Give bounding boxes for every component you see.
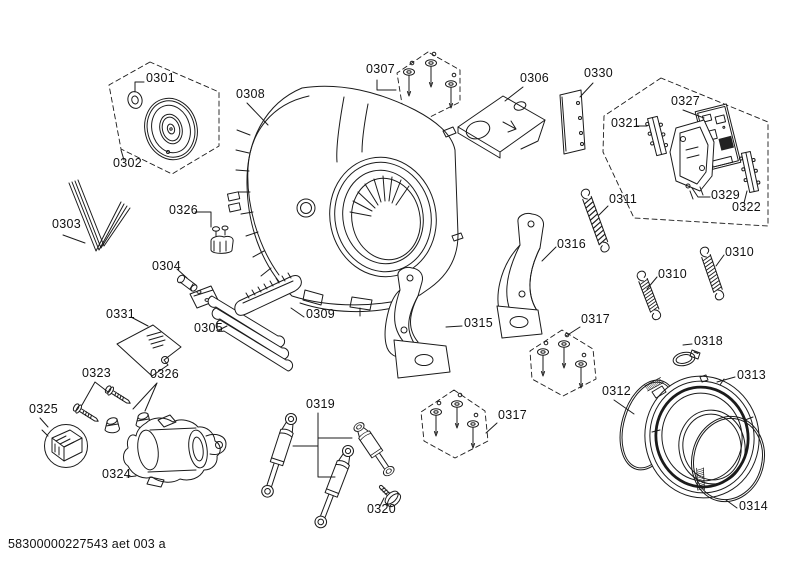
leader-lines: [39, 79, 748, 509]
part-label-0304: 0304: [152, 259, 182, 273]
part-label-0329: 0329: [711, 188, 741, 202]
part-label-0324: 0324: [102, 467, 132, 481]
part-0315-counterweight-drawing: [384, 267, 451, 379]
part-0309-paddle-drawing: [234, 272, 302, 316]
part-0317-upper-screws-drawing: [537, 332, 587, 389]
part-0308-tub-drawing: [226, 85, 464, 318]
part-label-0326-top: 0326: [169, 203, 199, 217]
part-0321-strip-drawing: [645, 115, 669, 157]
part-label-0302: 0302: [113, 156, 143, 170]
part-0304-pin-drawing: [176, 274, 198, 292]
part-label-0314: 0314: [739, 499, 769, 513]
part-label-0321: 0321: [611, 116, 641, 130]
part-0310-spring-left-drawing: [636, 270, 662, 321]
part-0311-spring-drawing: [580, 188, 610, 253]
part-label-0315: 0315: [464, 316, 494, 330]
part-label-0322: 0322: [732, 200, 762, 214]
part-0330-panel-drawing: [559, 89, 586, 155]
part-0325-connector-drawing: [41, 424, 88, 468]
part-0303-belt-drawing: [68, 179, 131, 252]
part-0302-pulley-drawing: [127, 91, 198, 161]
part-0314-ring-drawing: [691, 415, 765, 503]
part-label-0326-motor: 0326: [150, 367, 180, 381]
part-label-0317-lower: 0317: [498, 408, 528, 422]
part-0331-sheet-drawing: [116, 324, 182, 377]
part-0324-motor-drawing: [123, 414, 227, 488]
part-label-0323: 0323: [82, 366, 112, 380]
part-label-0301: 0301: [146, 71, 176, 85]
document-number: 58300000227543 aet 003 a: [8, 537, 166, 551]
part-0310-spring-right-drawing: [699, 246, 725, 301]
part-label-0331: 0331: [106, 307, 136, 321]
part-label-0313: 0313: [737, 368, 767, 382]
part-0323-screws-drawing: [72, 385, 131, 422]
part-label-0308: 0308: [236, 87, 266, 101]
part-label-0320: 0320: [367, 502, 397, 516]
part-label-0311: 0311: [609, 192, 638, 206]
part-label-0312: 0312: [602, 384, 632, 398]
part-label-0327: 0327: [671, 94, 701, 108]
part-label-0330: 0330: [584, 66, 614, 80]
part-label-0318: 0318: [694, 334, 724, 348]
part-0307-screws-drawing: [403, 51, 457, 109]
part-label-0307: 0307: [366, 62, 396, 76]
part-label-0310-right: 0310: [725, 245, 755, 259]
part-0322-strip-drawing: [739, 151, 761, 193]
part-0320-screw-drawing: [378, 484, 402, 508]
part-0313-gasket-drawing: [644, 374, 760, 499]
part-0316-counterweight-drawing: [496, 213, 544, 339]
part-0329-carrier-drawing: [669, 119, 715, 200]
part-label-0310-left: 0310: [658, 267, 688, 281]
part-label-0309: 0309: [306, 307, 336, 321]
part-label-0319: 0319: [306, 397, 336, 411]
part-label-0305: 0305: [194, 321, 224, 335]
part-0306-cover-drawing: [457, 95, 546, 159]
part-0318-clamp-drawing: [672, 349, 701, 367]
part-label-0317-upper: 0317: [581, 312, 611, 326]
part-label-0325: 0325: [29, 402, 59, 416]
part-0305-heater-drawing: [189, 285, 294, 372]
part-0326-fitting-drawing: [210, 225, 234, 254]
part-label-0306: 0306: [520, 71, 550, 85]
part-label-0303: 0303: [52, 217, 82, 231]
part-label-0316: 0316: [557, 237, 587, 251]
